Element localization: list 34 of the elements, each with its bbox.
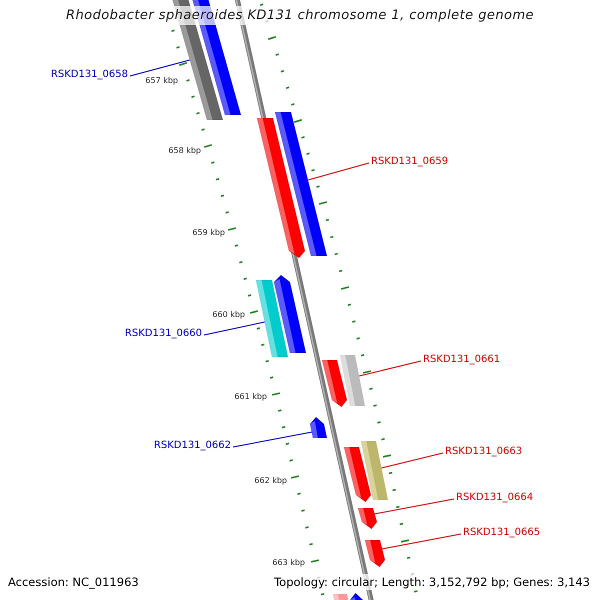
gene-bar xyxy=(350,593,365,600)
scale-label: 663 kbp xyxy=(272,558,305,568)
gene-bar xyxy=(274,275,306,353)
scale-label: 659 kbp xyxy=(192,228,225,238)
gene-label: RSKD131_0665 xyxy=(463,527,540,539)
gene-bar xyxy=(358,508,377,529)
gene-label: RSKD131_0662 xyxy=(154,440,231,452)
footer-text: Accession: NC_011963 xyxy=(6,574,141,590)
gene-label: RSKD131_0658 xyxy=(50,69,128,81)
leader-line xyxy=(308,162,370,180)
leader-line xyxy=(374,498,454,514)
leader-line xyxy=(358,360,422,376)
gene-bar xyxy=(275,112,327,256)
gene-bar xyxy=(365,540,385,567)
gene-bar xyxy=(333,594,349,600)
gene-label: RSKD131_0664 xyxy=(456,492,534,504)
leader-line xyxy=(232,432,313,448)
gene-bar xyxy=(340,355,365,406)
footer-text: Topology: circular; Length: 3,152,792 bp; Genes: 3,143 xyxy=(272,574,592,590)
scale-label: 660 kbp xyxy=(212,310,245,320)
gene-label: RSKD131_0660 xyxy=(124,328,202,340)
leader-line xyxy=(381,452,444,468)
scale-label: 662 kbp xyxy=(254,476,287,486)
gene-bar xyxy=(310,417,327,438)
leader-line xyxy=(130,60,190,76)
scale-label: 657 kbp xyxy=(145,76,178,86)
gene-label: RSKD131_0659 xyxy=(371,156,448,168)
scale-label: 658 kbp xyxy=(168,146,201,156)
leader-line xyxy=(204,322,266,336)
gene-label: RSKD131_0663 xyxy=(445,446,522,458)
scale-label: 661 kbp xyxy=(234,392,267,402)
gene-bar xyxy=(361,441,388,500)
leader-line xyxy=(381,534,462,550)
gene-label: RSKD131_0661 xyxy=(423,354,500,366)
